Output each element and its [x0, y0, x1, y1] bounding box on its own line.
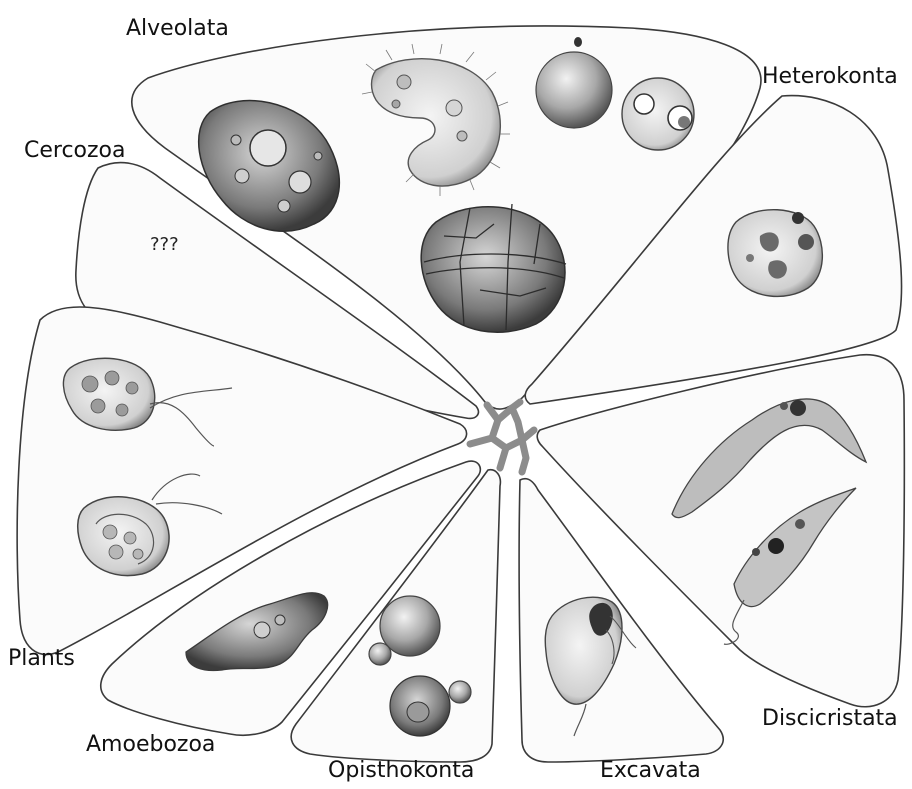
label-cercozoa: Cercozoa [24, 138, 126, 163]
label-alveolata: Alveolata [126, 16, 229, 41]
label-excavata: Excavata [600, 758, 701, 783]
cercozoa-unknown-placeholder: ??? [150, 234, 179, 255]
organism-heterokont-cell [728, 210, 822, 297]
central-tree [470, 402, 534, 472]
label-amoebozoa: Amoebozoa [86, 732, 215, 757]
label-plants: Plants [8, 646, 75, 671]
label-opisthokonta: Opisthokonta [328, 758, 474, 783]
label-heterokonta: Heterokonta [762, 64, 898, 89]
label-discicristata: Discicristata [762, 706, 898, 731]
